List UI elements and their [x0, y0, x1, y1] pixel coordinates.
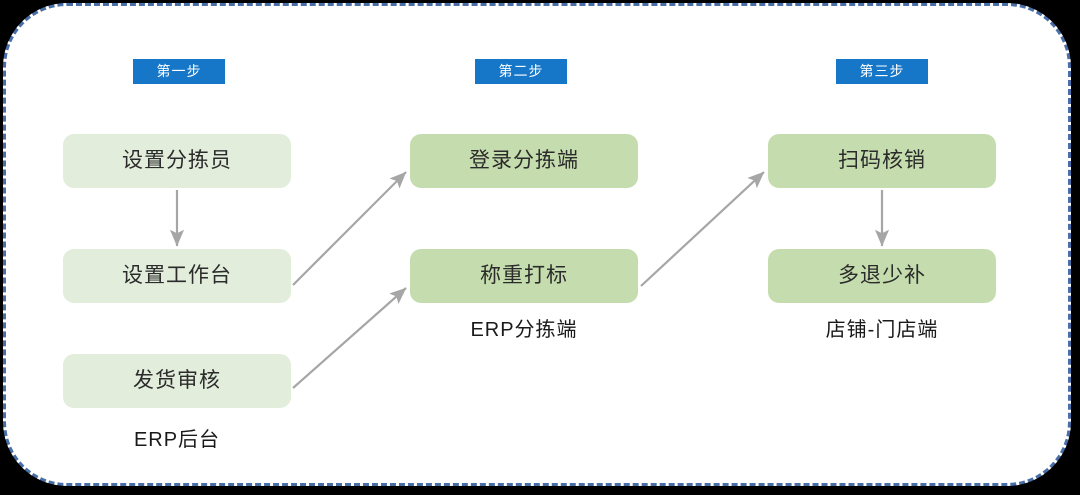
process-node-login-sorting[interactable]: 登录分拣端	[410, 134, 638, 188]
column-caption-erp-sorting: ERP分拣端	[470, 319, 578, 341]
process-node-set-workbench[interactable]: 设置工作台	[63, 249, 291, 303]
process-node-weigh-label[interactable]: 称重打标	[410, 249, 638, 303]
process-node-refund-supplement[interactable]: 多退少补	[768, 249, 996, 303]
step-badge-1: 第一步	[133, 59, 225, 84]
step-badge-2: 第二步	[475, 59, 567, 84]
process-node-shipment-review[interactable]: 发货审核	[63, 354, 291, 408]
column-caption-store-terminal: 店铺-门店端	[825, 319, 939, 341]
process-node-scan-verify[interactable]: 扫码核销	[768, 134, 996, 188]
column-caption-erp-backend: ERP后台	[133, 429, 221, 451]
process-node-set-sorter[interactable]: 设置分拣员	[63, 134, 291, 188]
step-badge-3: 第三步	[836, 59, 928, 84]
